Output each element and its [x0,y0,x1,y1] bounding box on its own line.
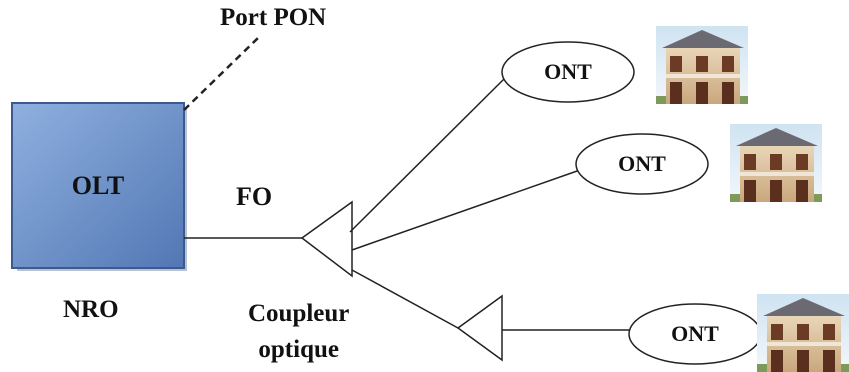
house-icon [757,294,849,372]
port-pon-dashed-line [183,37,259,111]
branch-line-1 [349,77,506,233]
coupleur-label-line1: Coupleur [248,300,350,327]
house-icon [656,26,748,104]
coupleur-label-line2: optique [258,336,339,363]
olt-label: OLT [71,170,125,200]
ont-label-3: ONT [671,321,719,346]
coupleur-label: Coupleur optique [248,296,349,368]
port-pon-label: Port PON [220,4,327,31]
branch-line-2 [351,169,581,251]
ont-label-2: ONT [618,151,666,176]
olt-box [11,102,185,269]
fo-label: FO [236,182,273,211]
house-icon [730,124,822,202]
ont-label-1: ONT [544,59,592,84]
coupler-triangle [300,200,353,278]
coupler-triangle-2 [456,294,503,362]
ont-ellipse-1 [501,41,635,103]
branch-line-3 [351,269,459,329]
nro-label: NRO [63,296,119,323]
ont-ellipse-2 [575,133,709,195]
